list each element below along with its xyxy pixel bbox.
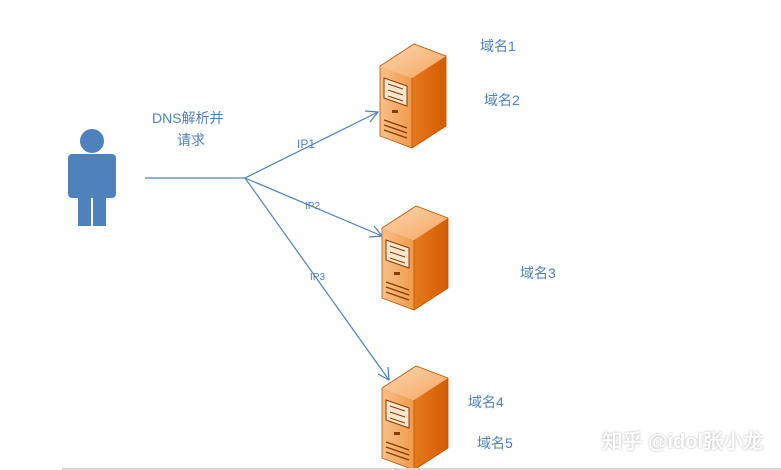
bottom-divider: [62, 468, 781, 470]
server-icon-3: [381, 365, 449, 470]
connection-ip3-arrow: [244, 177, 390, 382]
user-caption-line1: DNS解析并: [152, 110, 224, 126]
domain-label-server1-a: 域名1: [480, 38, 516, 54]
connection-label-ip3: IP3: [310, 272, 326, 283]
domain-label-server3-b: 域名5: [477, 435, 513, 451]
user-person-icon: [68, 129, 116, 226]
connection-label-ip1: IP1: [297, 137, 316, 151]
connection-ip1-arrow: [244, 110, 380, 179]
server-icon-2: [381, 205, 449, 311]
domain-label-server3-a: 域名4: [468, 394, 504, 410]
user-caption-line2: 请求: [177, 132, 205, 148]
connection-lines: [145, 110, 390, 382]
connection-label-ip2: IP2: [305, 201, 321, 212]
server-icon-1: [379, 43, 447, 149]
domain-label-server2-a: 域名3: [520, 265, 556, 281]
watermark-text: 知乎 @idol张小龙: [602, 431, 763, 453]
domain-label-server1-b: 域名2: [484, 92, 520, 108]
